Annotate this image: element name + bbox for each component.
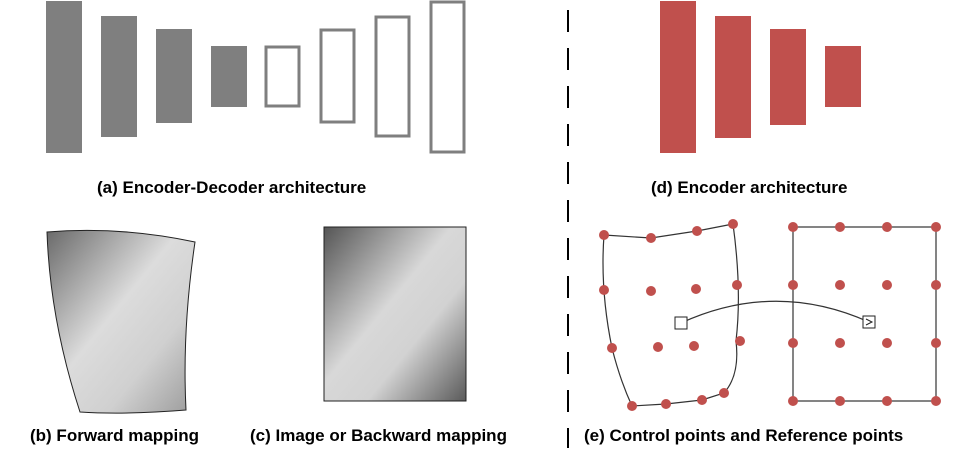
control-points: [599, 219, 745, 411]
correspondence-arc: [680, 300, 870, 324]
red-encoder-block-3: [770, 29, 806, 125]
reference-point-13: [788, 396, 798, 406]
reference-point-2: [835, 222, 845, 232]
control-point-13: [627, 401, 637, 411]
caption-encoder: (d) Encoder architecture: [651, 178, 848, 197]
decoder-block-2: [319, 28, 356, 124]
encoder-block-3: [156, 29, 192, 123]
control-point-15: [697, 395, 707, 405]
red-encoder-block-2: [715, 16, 751, 138]
control-point-10: [653, 342, 663, 352]
reference-point-16: [931, 396, 941, 406]
red-encoder-block-4: [825, 46, 861, 107]
caption-encoder-decoder: (a) Encoder-Decoder architecture: [97, 178, 367, 197]
reference-point-9: [788, 338, 798, 348]
reference-point-14: [835, 396, 845, 406]
reference-points-boundary: [792, 226, 937, 402]
control-point-7: [691, 284, 701, 294]
decoder-block-1: [264, 45, 301, 108]
reference-point-11: [882, 338, 892, 348]
control-point-9: [607, 343, 617, 353]
caption-backward-mapping: (c) Image or Backward mapping: [250, 426, 507, 445]
reference-point-12: [931, 338, 941, 348]
reference-point-1: [788, 222, 798, 232]
control-points-grid: [602, 223, 739, 407]
reference-point-8: [931, 280, 941, 290]
control-point-1: [599, 230, 609, 240]
decoder-block-4: [429, 0, 466, 154]
control-point-14: [661, 399, 671, 409]
reference-point-3: [882, 222, 892, 232]
encoder-block-1: [46, 1, 82, 153]
forward-mapping-warped-image: [46, 229, 196, 414]
control-point-16: [719, 388, 729, 398]
control-point-4: [728, 219, 738, 229]
control-point-6: [646, 286, 656, 296]
encoder-block-2: [101, 16, 137, 137]
caption-control-reference-points: (e) Control points and Reference points: [584, 426, 904, 445]
reference-point-6: [835, 280, 845, 290]
reference-point-10: [835, 338, 845, 348]
encoder-block-4: [211, 46, 247, 107]
reference-points: [788, 222, 941, 406]
arrow-icon: [865, 318, 874, 326]
reference-point-15: [882, 396, 892, 406]
control-point-11: [689, 341, 699, 351]
control-point-marker: [674, 316, 688, 330]
reference-point-5: [788, 280, 798, 290]
control-point-2: [646, 233, 656, 243]
caption-forward-mapping: (b) Forward mapping: [30, 426, 200, 445]
control-points-boundary: [602, 223, 739, 407]
control-point-8: [732, 280, 742, 290]
backward-mapping-image: [323, 226, 467, 402]
reference-point-7: [882, 280, 892, 290]
control-point-12: [735, 336, 745, 346]
red-encoder-block-1: [660, 1, 696, 153]
decoder-block-3: [374, 15, 411, 138]
reference-point-marker: [862, 315, 876, 329]
control-point-3: [692, 226, 702, 236]
control-point-5: [599, 285, 609, 295]
reference-point-4: [931, 222, 941, 232]
encoder-decoder-diagram: [46, 0, 466, 154]
encoder-diagram: [660, 1, 861, 153]
